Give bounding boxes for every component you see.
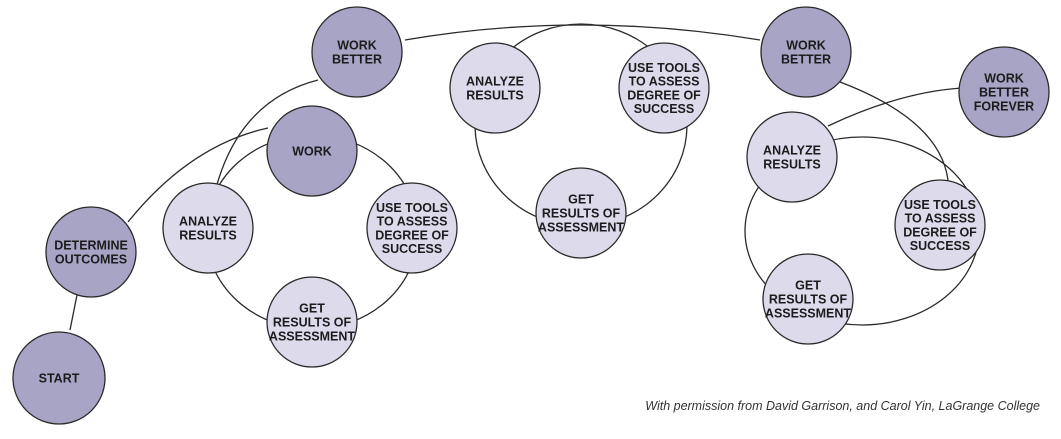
connector-workbetter2-cycle3 [839,81,949,181]
node-label-line: BETTER [979,86,1029,100]
node-label-line: DEGREE OF [375,228,449,242]
node-label-line: RESULTS [466,88,523,102]
node-label-line: WORK [984,72,1024,86]
node-label-line: TO ASSESS [377,215,448,229]
node-circle [12,331,106,425]
node-label-line: BETTER [781,52,831,66]
node-label-line: ANALYZE [763,144,821,158]
node-label-line: RESULTS [763,157,820,171]
node-label-line: ASSESSMENT [765,306,851,320]
node-label-line: RESULTS OF [769,293,848,307]
node-label-line: DETERMINE [54,239,128,253]
node-label-line: GET [795,279,821,293]
node-label-line: GET [568,193,594,207]
node-label-line: TO ASSESS [905,212,976,226]
node-circle [746,111,838,203]
node-label-line: FOREVER [974,99,1034,113]
node-label-line: WORK [786,39,826,53]
node-label-line: RESULTS OF [273,316,352,330]
node-label-line: SUCCESS [382,242,442,256]
node-circle [45,206,137,298]
node-circle [762,253,854,345]
node-work: WORK [266,105,358,197]
node-label-line: ASSESSMENT [269,329,355,343]
connector-determine-work [127,127,269,223]
connector-start-determine [69,289,79,331]
node-label-line: SUCCESS [910,239,970,253]
node-label-line: SUCCESS [634,102,694,116]
node-label-line: ASSESSMENT [538,220,624,234]
node-circle [618,42,710,134]
connector-workbetter1-workbetter2 [404,24,761,41]
node-label-line: OUTCOMES [55,252,127,266]
node-circle [760,6,852,98]
node-label-line: GET [299,302,325,316]
node-label-line: WORK [292,145,332,159]
node-circle [958,46,1050,138]
node-circle [366,182,458,274]
node-label-line: TO ASSESS [629,75,700,89]
connector-analyze1-workbetter1 [215,79,319,189]
node-label-line: START [39,372,80,386]
connector-analyze3-forever [827,87,963,127]
node-circle [535,167,627,259]
node-label-line: WORK [337,39,377,53]
node-start: START [12,331,106,425]
node-label-line: USE TOOLS [376,201,448,215]
node-circle [162,182,254,274]
node-label-line: RESULTS OF [542,207,621,221]
node-label-line: ANALYZE [179,215,237,229]
node-circle [266,105,358,197]
node-circle [311,6,403,98]
node-label-line: BETTER [332,52,382,66]
node-label-line: ANALYZE [466,75,524,89]
permission-credit: With permission from David Garrison, and… [645,399,1040,413]
node-label-line: USE TOOLS [904,198,976,212]
node-label-line: USE TOOLS [628,61,700,75]
node-label-line: RESULTS [179,228,236,242]
node-circle [449,42,541,134]
node-label-line: DEGREE OF [903,225,977,239]
node-circle [266,276,358,368]
node-circle [894,179,986,271]
node-label-line: DEGREE OF [627,88,701,102]
